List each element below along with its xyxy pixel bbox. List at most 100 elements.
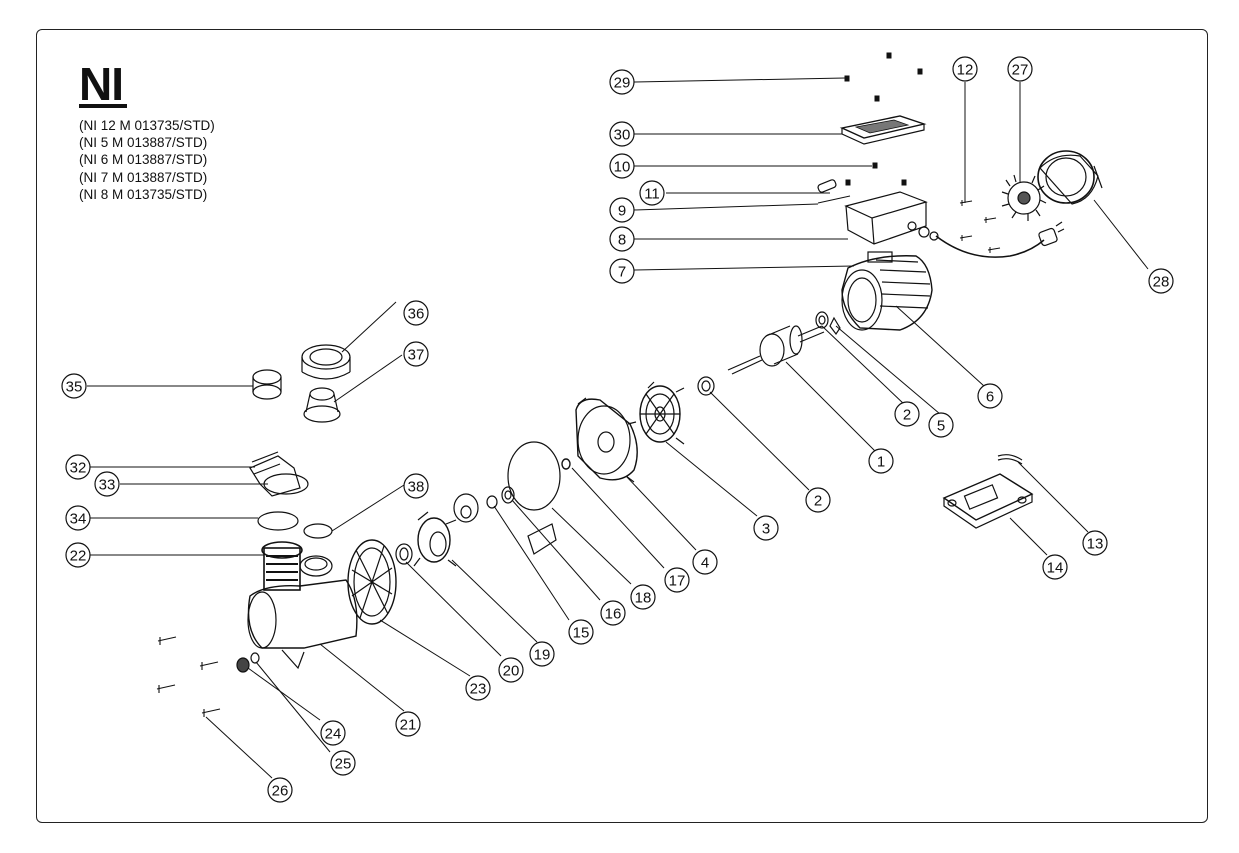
callout-circle <box>330 750 356 776</box>
callout-label: 19 <box>534 647 551 664</box>
callout-label: 4 <box>701 555 709 572</box>
part-19-impeller-disc <box>453 493 479 523</box>
part-36-union-nut <box>301 344 351 380</box>
part-21-pump-body <box>247 547 358 670</box>
callout-label: 2 <box>814 493 822 510</box>
callout-label: 30 <box>614 127 631 144</box>
callout-circle <box>498 657 524 683</box>
model-item: (NI 5 M 013887/STD) <box>79 135 208 151</box>
callout-label: 22 <box>70 548 87 565</box>
part-35-sleeve <box>252 369 282 400</box>
callout-label: 5 <box>937 418 945 435</box>
callout-label: 21 <box>400 717 417 734</box>
part-34-o-ring <box>257 511 299 531</box>
callout-circle <box>403 473 429 499</box>
part-26-bolts <box>156 636 221 717</box>
part-6-motor-housing <box>841 251 933 331</box>
callout-circle <box>65 454 91 480</box>
callout-circle <box>868 448 894 474</box>
part-3-flange <box>639 381 685 445</box>
callout-label: 23 <box>470 681 487 698</box>
model-item: (NI 12 M 013735/STD) <box>79 118 215 133</box>
callout-label: 1 <box>877 454 885 471</box>
callout-label: 32 <box>70 460 87 477</box>
part-38-o-ring <box>303 523 333 539</box>
callout-circle <box>952 56 978 82</box>
part-27-fan <box>1001 174 1047 221</box>
callout-circle <box>320 720 346 746</box>
callout-label: 26 <box>272 783 289 800</box>
callout-circle <box>1007 56 1033 82</box>
callout-circle <box>894 401 920 427</box>
callout-label: 25 <box>335 756 352 773</box>
callout-label: 38 <box>408 479 425 496</box>
part-23-diffuser <box>347 539 397 625</box>
power-cable <box>935 221 1065 258</box>
callout-circle <box>639 180 665 206</box>
callout-circle <box>609 153 635 179</box>
part-18-o-ring <box>507 441 561 511</box>
part-13-strip <box>997 454 1023 465</box>
callout-circle <box>609 69 635 95</box>
callout-circle <box>692 549 718 575</box>
callout-circle <box>805 487 831 513</box>
part-32-elbow <box>249 451 309 497</box>
callout-circle <box>65 505 91 531</box>
part-5-washer <box>829 316 841 336</box>
callout-label: 28 <box>1153 274 1170 291</box>
leader-lines <box>87 77 1149 779</box>
callout-circle <box>609 121 635 147</box>
callout-circle <box>61 373 87 399</box>
callout-circle <box>403 341 429 367</box>
callout-label: 37 <box>408 347 425 364</box>
callout-label: 33 <box>99 477 116 494</box>
part-4-seal-plate <box>575 397 638 483</box>
callout-label: 10 <box>614 159 631 176</box>
part-16-seal <box>501 486 515 504</box>
callout-label: 17 <box>669 573 686 590</box>
callout-label: 16 <box>605 606 622 623</box>
callout-circle <box>1082 530 1108 556</box>
callout-label: 29 <box>614 75 631 92</box>
callout-circle <box>977 383 1003 409</box>
part-17-nut <box>561 458 571 470</box>
callout-circle <box>609 258 635 284</box>
model-item: (NI 8 M 013735/STD) <box>79 186 208 202</box>
callout-circle <box>630 584 656 610</box>
part-24-drain-plug <box>236 657 250 673</box>
callout-circle <box>664 567 690 593</box>
part-25-o-ring <box>250 652 260 664</box>
callout-circle <box>1042 554 1068 580</box>
callout-circle <box>529 641 555 667</box>
part-2-bearing-lower <box>697 376 715 396</box>
callout-circle <box>94 471 120 497</box>
callout-circle <box>609 197 635 223</box>
drawing-frame <box>36 29 1208 823</box>
callout-label: 2 <box>903 407 911 424</box>
part-20-impeller <box>413 511 457 567</box>
callout-label: 13 <box>1087 536 1104 553</box>
callout-circle <box>568 619 594 645</box>
part-22-basket <box>261 541 303 559</box>
part-1-rotor <box>727 325 825 375</box>
callout-label: 24 <box>325 726 342 743</box>
callout-circle <box>600 600 626 626</box>
model-list: (NI 12 M 013735/STD) (NI 5 M 013887/STD)… <box>79 117 215 203</box>
part-20-washer <box>395 543 413 565</box>
callout-label: 8 <box>618 232 626 249</box>
callout-circle <box>395 711 421 737</box>
callout-label: 27 <box>1012 62 1029 79</box>
part-37-hose-tail <box>303 387 341 423</box>
callout-label: 3 <box>762 521 770 538</box>
callout-circle <box>609 226 635 252</box>
page-title: NI <box>79 58 124 110</box>
callout-label: 12 <box>957 62 974 79</box>
callout-label: 14 <box>1047 560 1064 577</box>
part-8-terminal-box <box>844 191 939 245</box>
callout-label: 34 <box>70 511 87 528</box>
callout-label: 36 <box>408 306 425 323</box>
part-28-fan-cover <box>1037 150 1103 205</box>
part-2-bearing-upper <box>815 311 829 329</box>
part-15-seal <box>486 495 498 509</box>
